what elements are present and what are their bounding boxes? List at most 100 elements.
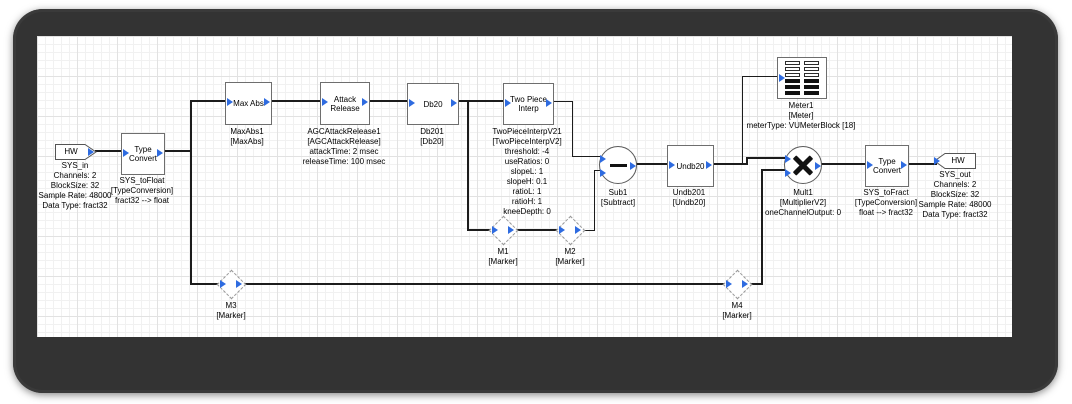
block-title: Type Convert [128, 145, 157, 163]
input-pin[interactable] [322, 98, 328, 106]
output-pin[interactable] [630, 162, 636, 170]
wire-twopiece-h [552, 101, 573, 102]
output-pin[interactable] [451, 99, 457, 107]
block-title: Db20 [423, 99, 443, 109]
block-mult1[interactable] [784, 146, 822, 184]
wire-undb20-jog-v [746, 157, 748, 165]
output-pin[interactable] [264, 98, 270, 106]
input-pin-1[interactable] [600, 155, 606, 163]
block-annotation-m3: M3 [Marker] [216, 301, 246, 320]
block-annotation-sys-out: SYS_out Channels: 2 BlockSize: 32 Sample… [918, 170, 992, 219]
wire-attackrelease-db20 [368, 100, 407, 102]
input-pin[interactable] [559, 226, 565, 234]
wire-junction-maxabs [190, 100, 225, 102]
wire-sub-undb20 [636, 163, 667, 165]
output-pin[interactable] [362, 98, 368, 106]
wire-m4-riser-v [761, 169, 763, 285]
block-sys-out[interactable]: HW [934, 153, 976, 169]
wire-meter-tap-h [742, 76, 778, 77]
block-annotation-attackrelease: AGCAttackRelease1 [AGCAttackRelease] att… [302, 127, 386, 166]
wire-m1-m2 [514, 229, 558, 231]
wire-typeconvert-sysout [907, 163, 937, 165]
block-meter1[interactable] [777, 57, 827, 99]
block-maxabs[interactable]: Max Abs [225, 82, 272, 125]
wire-twopiece-sub-upper [572, 156, 601, 157]
wire-db20-m1-vertical [467, 100, 469, 231]
block-title: Two Piece Interp [510, 95, 547, 113]
block-title: Undb20 [676, 161, 705, 171]
block-undb20[interactable]: Undb20 [667, 145, 714, 187]
hw-label: HW [951, 156, 965, 165]
input-pin[interactable] [227, 98, 233, 106]
block-sys-tofract[interactable]: Type Convert [865, 145, 909, 187]
wire-m4-mult-lower [761, 169, 786, 171]
input-pin[interactable] [779, 74, 785, 82]
wire-db20-m1 [467, 229, 492, 231]
wire-typeconvert-junction [163, 150, 192, 152]
output-pin[interactable] [901, 161, 907, 169]
output-pin[interactable] [236, 280, 242, 288]
input-pin[interactable] [867, 161, 873, 169]
output-pin[interactable] [815, 162, 821, 170]
block-annotation-sys-tofract: SYS_toFract [TypeConversion] float --> f… [854, 188, 918, 217]
block-annotation-m4: M4 [Marker] [722, 301, 752, 320]
block-annotation-m1: M1 [Marker] [488, 247, 518, 266]
wire-m2-riser-h [583, 230, 595, 231]
block-twopiece[interactable]: Two Piece Interp [503, 83, 554, 125]
wire-undb20-h [712, 163, 748, 165]
vu-meter-icon [785, 61, 819, 95]
wire-m4-h [749, 283, 763, 285]
block-title: Attack Release [330, 94, 360, 113]
input-pin[interactable] [726, 280, 732, 288]
input-pin-1[interactable] [785, 155, 791, 163]
wire-m2-riser-v [594, 170, 595, 231]
output-pin[interactable] [508, 226, 514, 234]
input-pin[interactable] [934, 157, 940, 165]
wire-m3-m4 [243, 283, 726, 285]
output-pin[interactable] [546, 99, 552, 107]
block-attackrelease[interactable]: Attack Release [320, 82, 370, 125]
block-title: Type Convert [872, 157, 901, 175]
input-pin[interactable] [669, 161, 675, 169]
hw-label: HW [64, 147, 78, 156]
input-pin[interactable] [123, 149, 129, 157]
wire-sysin-typeconvert [95, 150, 121, 152]
input-pin[interactable] [505, 99, 511, 107]
block-annotation-mult1: Mult1 [MultiplierV2] oneChannelOutput: 0 [764, 188, 842, 217]
wire-maxabs-attackrelease [270, 100, 320, 102]
input-pin-2[interactable] [600, 169, 606, 177]
input-pin[interactable] [409, 99, 415, 107]
wire-m2-sub-lower [594, 170, 601, 171]
output-pin[interactable] [706, 161, 712, 169]
input-pin-2[interactable] [785, 169, 791, 177]
output-pin[interactable] [742, 280, 748, 288]
block-annotation-sub1: Sub1 [Subtract] [600, 188, 636, 207]
wire-db20-twopiece [457, 100, 503, 102]
wire-twopiece-v [572, 101, 573, 157]
wire-junction-vertical [190, 100, 192, 285]
block-annotation-db20: Db201 [Db20] [420, 127, 444, 146]
block-annotation-m2: M2 [Marker] [555, 247, 585, 266]
block-annotation-undb20: Undb201 [Undb20] [672, 188, 706, 207]
output-pin[interactable] [88, 148, 94, 156]
block-db20[interactable]: Db20 [407, 83, 459, 125]
multiply-icon [790, 152, 816, 178]
block-annotation-sys-in: SYS_in Channels: 2 BlockSize: 32 Sample … [38, 161, 112, 210]
block-sys-tofloat[interactable]: Type Convert [121, 133, 165, 175]
input-pin[interactable] [492, 226, 498, 234]
wire-junction-m3 [190, 283, 220, 285]
block-annotation-twopiece: TwoPieceInterpV21 [TwoPieceInterpV2] thr… [492, 127, 562, 216]
wire-meter-tap-v [742, 76, 743, 164]
block-title: Max Abs [233, 99, 264, 108]
wire-jog-mult-upper [746, 157, 786, 159]
minus-icon [609, 163, 627, 167]
block-annotation-maxabs: MaxAbs1 [MaxAbs] [230, 127, 264, 146]
input-pin[interactable] [220, 280, 226, 288]
block-annotation-meter1: Meter1 [Meter] meterType: VUMeterBlock [… [746, 101, 856, 130]
wire-mult-typeconvert [821, 163, 866, 165]
block-sub1[interactable] [599, 146, 637, 184]
block-sys-in[interactable]: HW [55, 144, 97, 160]
output-pin[interactable] [575, 226, 581, 234]
output-pin[interactable] [157, 149, 163, 157]
